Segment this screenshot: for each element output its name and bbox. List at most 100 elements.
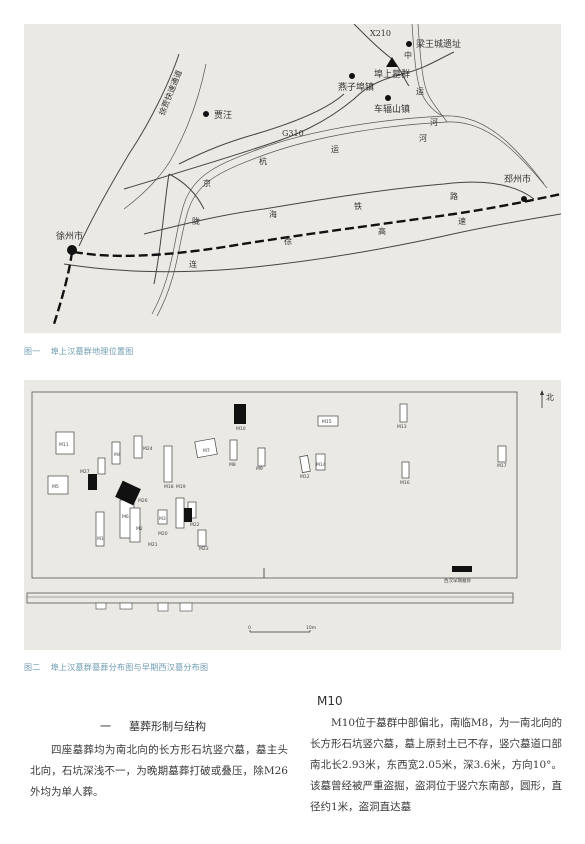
label-m18: M18 <box>164 484 174 490</box>
jinghang-canal-a <box>151 115 545 315</box>
scale-end: 10m <box>306 625 316 631</box>
tomb-m24 <box>133 435 143 459</box>
tomb-m14 <box>315 453 326 471</box>
section-index: 一 <box>100 720 111 733</box>
tomb-m16 <box>401 461 410 479</box>
profile-tomb-3 <box>157 602 169 612</box>
rail-char-1: 陇 <box>192 216 200 226</box>
liangwang-dot <box>406 41 412 47</box>
profile-strip <box>26 592 514 604</box>
label-jiawang: 贾汪 <box>214 110 232 121</box>
site-boundary <box>31 391 518 579</box>
label-m3: M3 <box>159 516 166 522</box>
tomb-m5 <box>47 475 69 495</box>
label-m10: M10 <box>236 426 246 432</box>
tomb-m11 <box>55 431 75 455</box>
north-label: 北 <box>546 393 554 402</box>
tomb-m18 <box>163 445 173 483</box>
label-m7: M7 <box>203 448 210 454</box>
label-g310: G310 <box>282 129 304 138</box>
figure2-caption-text: 埠上汉墓群墓葬分布图与早期西汉墓分布图 <box>50 663 209 672</box>
label-m13: M13 <box>397 424 407 430</box>
tomb-m19 <box>175 497 185 529</box>
left-paragraph: 四座墓葬均为南北向的长方形石坑竖穴墓，墓主头北向，石坑深浅不一，为晚期墓葬打破或… <box>30 744 288 798</box>
hwy-char-3: 高 <box>378 226 386 236</box>
section-title: 墓葬形制与结构 <box>129 720 206 733</box>
figure1-caption-text: 埠上汉墓群地理位置图 <box>50 347 134 356</box>
label-pizhou: 邳州市 <box>504 173 531 185</box>
zhong-canal-b <box>417 24 448 123</box>
figure1-caption-number: 图一 <box>24 347 41 356</box>
label-m12: M12 <box>300 474 310 480</box>
right-paragraph: M10位于墓群中部偏北，南临M8，为一南北向的长方形石坑竖穴墓，墓上原封土已不存… <box>310 717 562 813</box>
tomb-m3 <box>157 509 168 525</box>
road-south <box>143 181 535 235</box>
label-m26: M26 <box>138 498 148 504</box>
zhong-char-2: 运 <box>416 87 424 96</box>
rail-char-3: 铁 <box>354 201 362 211</box>
jinghang-canal-b <box>156 121 548 317</box>
xuzhou-dot <box>67 245 77 255</box>
label-m22: M22 <box>190 522 200 528</box>
label-m4: M4 <box>114 452 121 458</box>
label-m9: M9 <box>256 466 263 472</box>
rail-char-2: 海 <box>269 209 277 219</box>
hwy-char-2: 徐 <box>284 236 292 246</box>
tomb-m10-filled <box>234 404 246 424</box>
profile-tomb-1 <box>95 602 107 610</box>
tomb-layout: 北 <box>24 380 561 650</box>
label-m8: M8 <box>229 462 236 468</box>
label-m21: M21 <box>148 542 158 548</box>
river-left <box>123 63 207 210</box>
label-bushang: 埠上墓群 <box>374 68 410 80</box>
pizhou-dot <box>521 196 527 202</box>
hwy-char-1: 连 <box>189 259 197 269</box>
label-m27: M27 <box>80 469 90 475</box>
road-left-diag <box>78 53 180 247</box>
bushang-triangle <box>386 57 398 67</box>
tomb-m21 <box>129 507 141 543</box>
label-m15: M15 <box>322 419 332 425</box>
jiawang-dot <box>203 111 209 117</box>
section-heading: 一 墓葬形制与结构 <box>100 718 206 734</box>
label-m1: M1 <box>97 536 104 542</box>
label-xuzhou: 徐州市 <box>56 230 83 242</box>
label-m2: M2 <box>136 526 143 532</box>
figure2-caption: 图二埠上汉墓群墓葬分布图与早期西汉墓分布图 <box>24 662 208 673</box>
profile-tomb-2 <box>119 602 133 610</box>
location-map-svg: 徐州市 邳州市 贾汪 燕子埠镇 车辐山镇 埠上墓群 梁王城遗址 X210 G31… <box>52 24 561 325</box>
tomb-m1 <box>95 511 105 547</box>
north-arrow-head <box>540 390 544 395</box>
tomb-m17 <box>497 445 507 463</box>
hang-char-2: 杭 <box>259 156 267 166</box>
yanzibu-dot <box>349 73 355 79</box>
location-map: 徐州市 邳州市 贾汪 燕子埠镇 车辐山镇 埠上墓群 梁王城遗址 X210 G31… <box>24 24 561 333</box>
zhong-canal-a <box>411 24 445 117</box>
tomb-layout-svg: 北 <box>26 390 554 633</box>
road-vertical <box>153 173 170 285</box>
label-m19: M19 <box>176 484 186 490</box>
label-m17: M17 <box>497 463 507 469</box>
tomb-m23 <box>197 529 207 547</box>
label-m16: M16 <box>400 480 410 486</box>
label-left-road: 徐贾快速通道 <box>157 68 184 116</box>
label-m23: M23 <box>199 546 209 552</box>
road-jiawang <box>168 173 205 210</box>
longhai-railway <box>73 192 561 258</box>
label-m24: M24 <box>143 446 153 452</box>
chefushan-dot <box>385 95 391 101</box>
tomb-m13 <box>399 403 408 423</box>
label-chefushan: 车辐山镇 <box>374 103 410 115</box>
tomb-m12 <box>299 455 311 473</box>
road-g310 <box>123 51 455 190</box>
hang-char-3: 运 <box>331 145 339 154</box>
tomb-m15 <box>317 415 339 427</box>
label-liangwang: 梁王城遗址 <box>416 38 461 50</box>
hang-char-4: 河 <box>419 133 427 143</box>
rail-char-4: 路 <box>450 191 458 201</box>
label-m14: M14 <box>316 462 326 468</box>
tomb-m7 <box>194 437 218 459</box>
label-m5: M5 <box>52 484 59 490</box>
tomb-m27 <box>97 457 106 475</box>
tomb-m4 <box>111 441 121 465</box>
